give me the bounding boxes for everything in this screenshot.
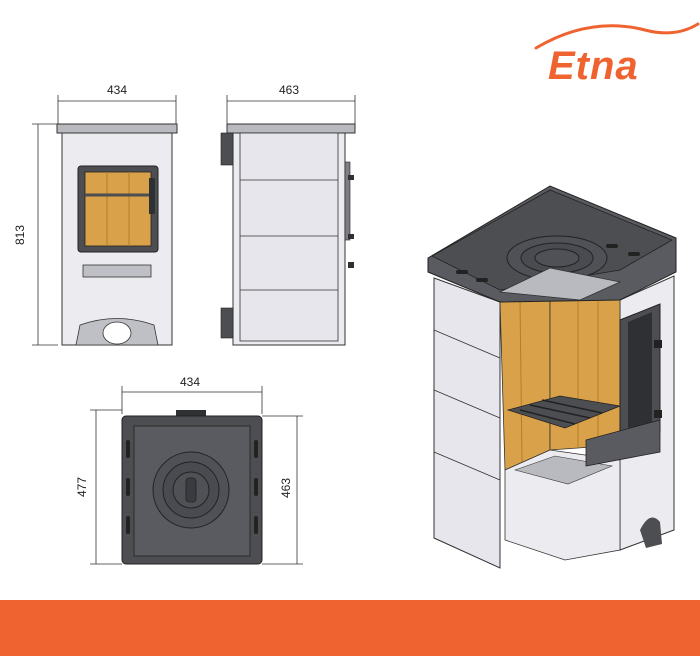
technical-drawing: 434 813 463 (13, 83, 677, 569)
side-depth-label: 463 (279, 83, 299, 97)
top-depth-left-label: 477 (75, 477, 89, 497)
front-width-label: 434 (107, 83, 127, 97)
isometric-cutaway-view (427, 185, 677, 569)
top-depth-right-label: 463 (279, 478, 293, 498)
front-view: 434 813 (13, 83, 178, 346)
brand-logo: Etna (548, 44, 639, 89)
brand-logo-text: Etna (548, 44, 639, 88)
top-view: 434 477 463 (75, 375, 303, 565)
top-width-label: 434 (180, 375, 200, 389)
front-height-label: 813 (13, 225, 27, 245)
logo-roof-arc (534, 22, 700, 50)
bottom-accent-bar (0, 600, 700, 656)
side-view: 463 (220, 83, 356, 346)
